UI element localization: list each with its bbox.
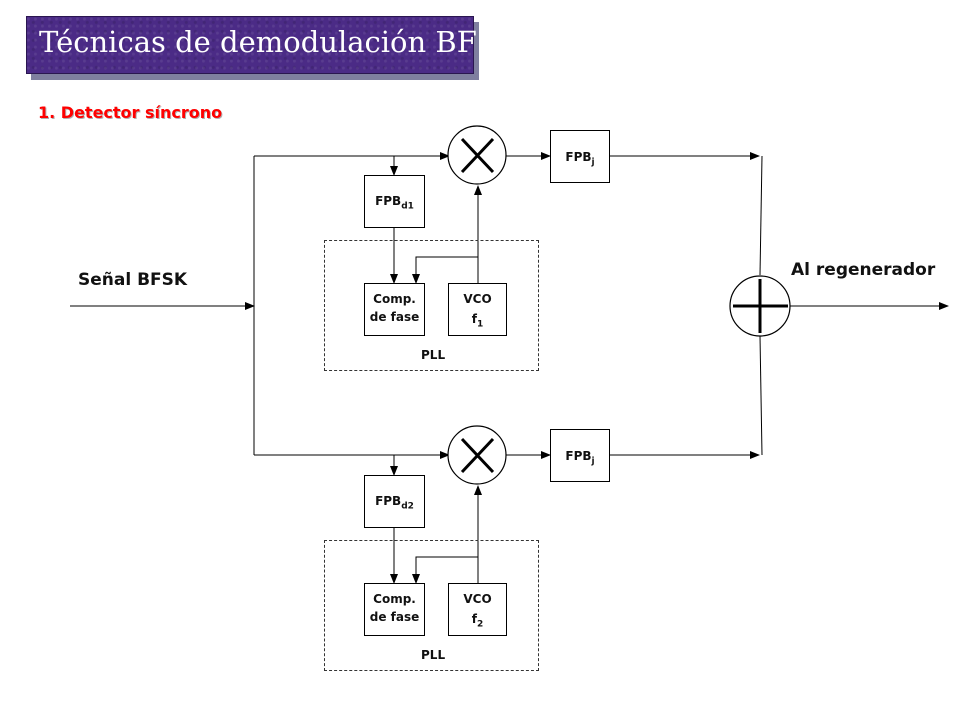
input-signal-label: Señal BFSK bbox=[78, 270, 188, 290]
comp-line1: Comp. bbox=[373, 292, 416, 306]
bottom-to-adder bbox=[759, 335, 763, 456]
vco-freq-subscript: 2 bbox=[476, 619, 484, 630]
vco-freq-subscript: 1 bbox=[476, 319, 484, 330]
bottom-vco-feedback bbox=[412, 556, 479, 584]
section-heading: 1. Detector síncrono bbox=[38, 103, 223, 122]
bottom-input-filter-box: FPBd2 bbox=[364, 475, 425, 528]
comp-line2: de fase bbox=[369, 610, 420, 624]
vco-label: VCO bbox=[463, 592, 492, 606]
output-label: Al regenerador bbox=[791, 260, 936, 280]
bottom-multiplier-icon bbox=[447, 425, 507, 485]
lpf-subscript: j bbox=[591, 157, 595, 168]
bottom-pll-region bbox=[324, 540, 539, 671]
bottom-lowpass-filter-box: FPBj bbox=[550, 429, 610, 482]
adder-icon bbox=[729, 275, 791, 337]
bottom-pll-label: PLL bbox=[421, 648, 446, 662]
top-vco-feedback bbox=[412, 256, 479, 284]
top-input-filter-box: FPBd1 bbox=[364, 175, 425, 228]
vco-freq: f bbox=[471, 612, 477, 626]
lpf-label: FPB bbox=[565, 449, 592, 463]
top-lowpass-filter-box: FPBj bbox=[550, 130, 610, 183]
bottom-vco-box: VCO f2 bbox=[448, 583, 507, 636]
slide-title: Técnicas de demodulación BFSK bbox=[39, 25, 519, 59]
comp-line1: Comp. bbox=[373, 592, 416, 606]
top-to-adder bbox=[759, 155, 763, 276]
vco-label: VCO bbox=[463, 292, 492, 306]
title-banner: Técnicas de demodulación BFSK bbox=[26, 16, 518, 74]
filter-subscript: d2 bbox=[401, 501, 414, 512]
top-pll-region bbox=[324, 240, 539, 371]
top-pll-label: PLL bbox=[421, 348, 446, 362]
filter-label: FPB bbox=[375, 194, 402, 208]
top-multiplier-icon bbox=[447, 125, 507, 185]
lpf-label: FPB bbox=[565, 150, 592, 164]
bottom-phase-comparator-box: Comp. de fase bbox=[364, 583, 425, 636]
top-phase-comparator-box: Comp. de fase bbox=[364, 283, 425, 336]
filter-label: FPB bbox=[375, 494, 402, 508]
top-vco-box: VCO f1 bbox=[448, 283, 507, 336]
lpf-subscript: j bbox=[591, 456, 595, 467]
comp-line2: de fase bbox=[369, 310, 420, 324]
filter-subscript: d1 bbox=[401, 201, 414, 212]
vco-freq: f bbox=[471, 312, 477, 326]
